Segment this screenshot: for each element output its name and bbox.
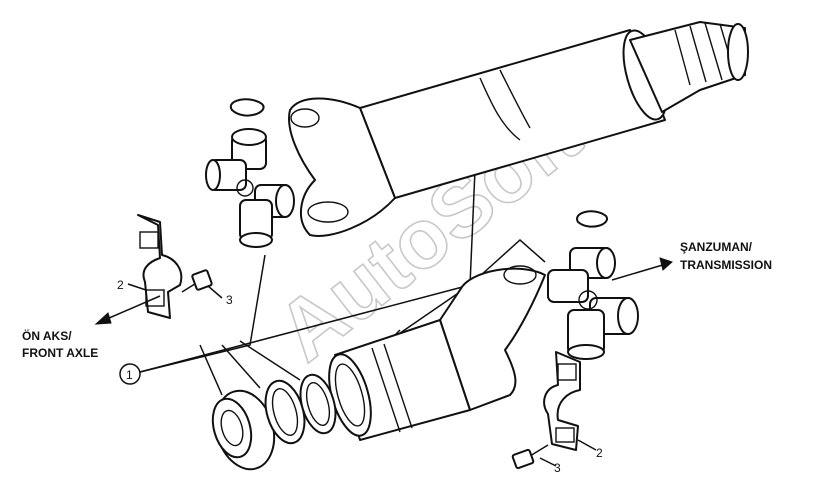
part-number-bolt-right: 3 xyxy=(554,461,561,475)
label-front-axle-tr: ÖN AKS/ xyxy=(22,328,72,343)
part-number-strap-left: 2 xyxy=(117,278,124,292)
bolt-left xyxy=(181,269,213,293)
snap-ring-upper xyxy=(229,98,265,117)
dust-cap-nut xyxy=(211,389,276,471)
main-drive-shaft xyxy=(359,21,749,199)
arrow-transmission xyxy=(611,257,673,281)
reference-circle-1: 1 xyxy=(119,363,141,385)
universal-joint-upper xyxy=(205,128,295,248)
snap-ring-right xyxy=(576,210,609,228)
front-shaft-yoke xyxy=(328,265,546,441)
arrow-front-axle xyxy=(94,295,161,325)
label-transmission-en: TRANSMISSION xyxy=(680,258,772,272)
part-number-leaders xyxy=(127,283,597,467)
shaft-yoke-upper xyxy=(288,97,396,237)
part-number-bolt-left: 3 xyxy=(226,293,233,307)
label-transmission-tr: ŞANZUMAN/ xyxy=(680,240,753,254)
strap-left xyxy=(137,214,183,319)
part-number-strap-right: 2 xyxy=(596,446,603,460)
bolt-right xyxy=(511,444,549,470)
seal-ring xyxy=(299,373,337,435)
label-front-axle-en: FRONT AXLE xyxy=(22,346,98,360)
reference-number-1: 1 xyxy=(126,368,133,382)
universal-joint-right xyxy=(547,247,639,360)
strap-right xyxy=(543,351,581,451)
